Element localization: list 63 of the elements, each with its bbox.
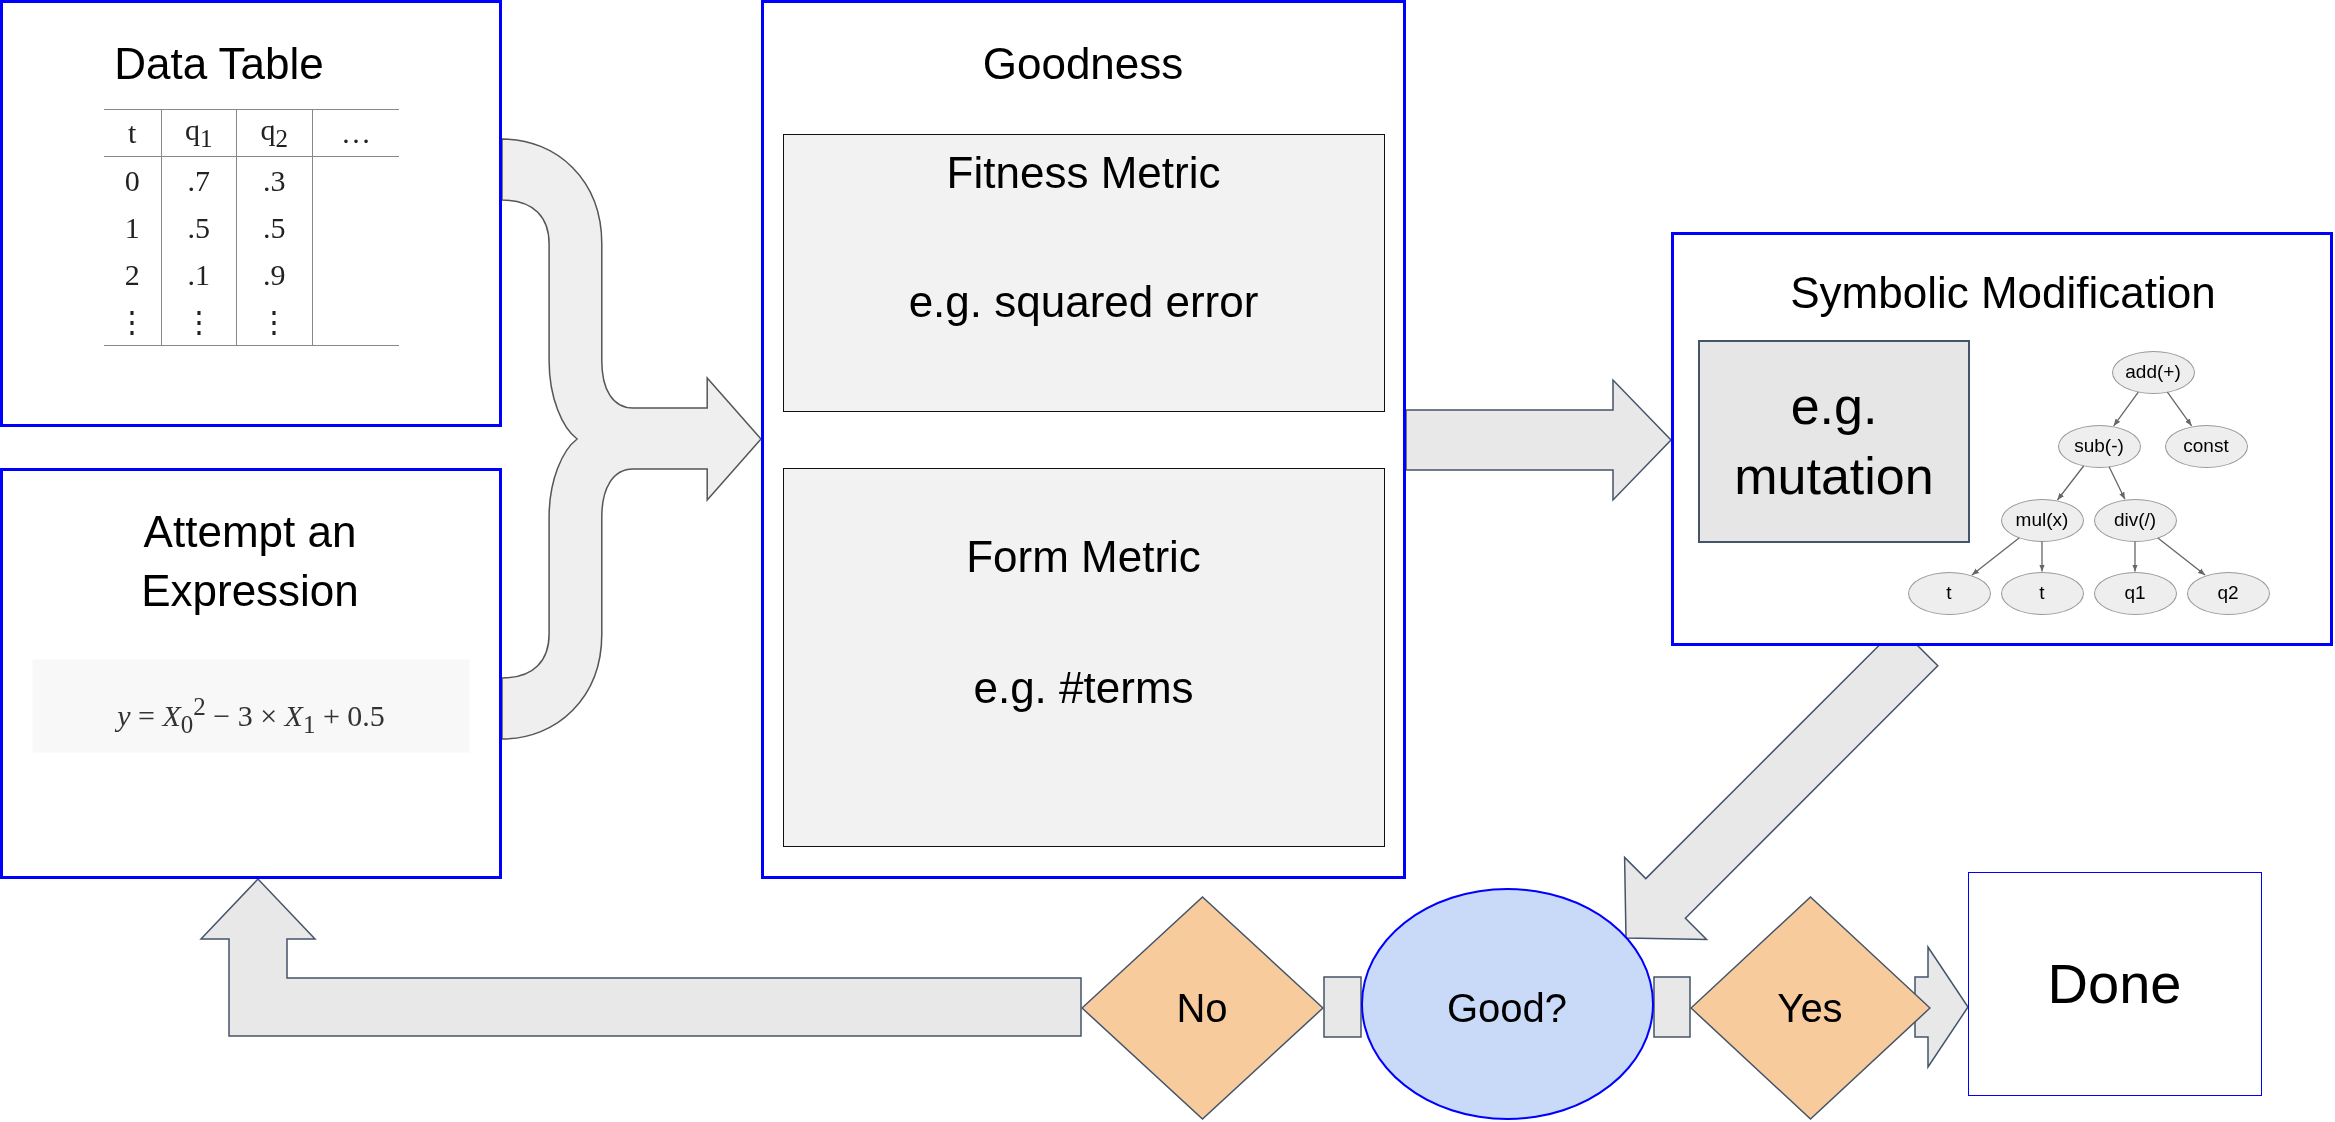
tree-node-label: t (2039, 581, 2045, 606)
table-cell-text: … (340, 116, 371, 149)
block-arrow (1405, 378, 1673, 502)
decision-diamond (1081, 896, 1324, 1120)
example-box (1698, 340, 1970, 543)
table-cell-text: ⋮ (259, 305, 290, 338)
tree-arrow (2157, 537, 2206, 576)
process-box (761, 0, 1406, 879)
merge-arrow (501, 138, 762, 740)
tree-node-label: sub(-) (2074, 434, 2124, 459)
box-title: Form Metric (966, 530, 1201, 583)
tree-node-label: q1 (2124, 581, 2146, 606)
tree-node-label: const (2183, 434, 2229, 459)
box-title: Data Table (114, 38, 324, 91)
table-cell-text: ⋮ (183, 305, 214, 338)
table-cell-text: .5 (263, 210, 286, 244)
box-title: Good? (1446, 985, 1568, 1032)
tree-arrow (2056, 465, 2085, 501)
box-text: e.g. squared error (908, 275, 1259, 328)
tree-arrow (2039, 540, 2045, 573)
box-text: e.g. #terms (973, 661, 1194, 714)
block-arrow (199, 877, 1082, 1037)
terminal-box (1968, 872, 2262, 1096)
process-box (0, 468, 502, 879)
box-title: Yes (1777, 985, 1843, 1032)
table-cell-text: 2 (124, 257, 140, 291)
box-title: Done (2047, 950, 2182, 1017)
table-cell-text: .9 (263, 257, 286, 291)
equation: y = X$_{0}$$^{2}$ − 3 × X$_{1}$ + 0.5 (32, 659, 470, 753)
tree-arrow (1971, 537, 2020, 576)
table-cell-text: .7 (187, 163, 210, 197)
table-cell-text: 0 (124, 163, 140, 197)
tree-node-label: add(+) (2125, 360, 2181, 385)
table-cell-text: q$_{1}$ (184, 113, 213, 146)
tree-arrow (2108, 466, 2126, 500)
tree-arrow (2113, 391, 2139, 427)
metric-box (783, 134, 1385, 412)
table-cell-text: ⋮ (117, 305, 148, 338)
tree-arrow (2132, 540, 2138, 573)
process-box (1671, 232, 2333, 646)
table-cell-text: .3 (263, 163, 286, 197)
box-title: Attempt an Expression (140, 505, 360, 617)
box-title: Symbolic Modification (1790, 267, 2216, 320)
table-cell-text: .1 (187, 257, 210, 291)
box-title: No (1176, 985, 1228, 1032)
box-title: Goodness (982, 38, 1184, 91)
table-cell-text: q$_{2}$ (260, 113, 289, 146)
box-title: Fitness Metric (946, 146, 1221, 199)
tree-node-label: div(/) (2113, 508, 2157, 533)
decision-diamond (1690, 896, 1931, 1120)
block-arrow (1653, 976, 1691, 1038)
box-title: e.g. mutation (1733, 375, 1935, 507)
block-arrow (1914, 944, 1969, 1070)
tree-node-label: mul(x) (2015, 508, 2069, 533)
tree-node-label: q2 (2217, 581, 2239, 606)
tree-node-label: t (1946, 581, 1952, 606)
table-cell-text: 1 (124, 210, 140, 244)
tree-arrow (2166, 391, 2193, 427)
table-cell-text: .5 (187, 210, 210, 244)
table-cell-text: t (128, 116, 137, 149)
metric-box (783, 468, 1385, 847)
block-arrow (1323, 976, 1362, 1038)
process-box (0, 0, 502, 427)
